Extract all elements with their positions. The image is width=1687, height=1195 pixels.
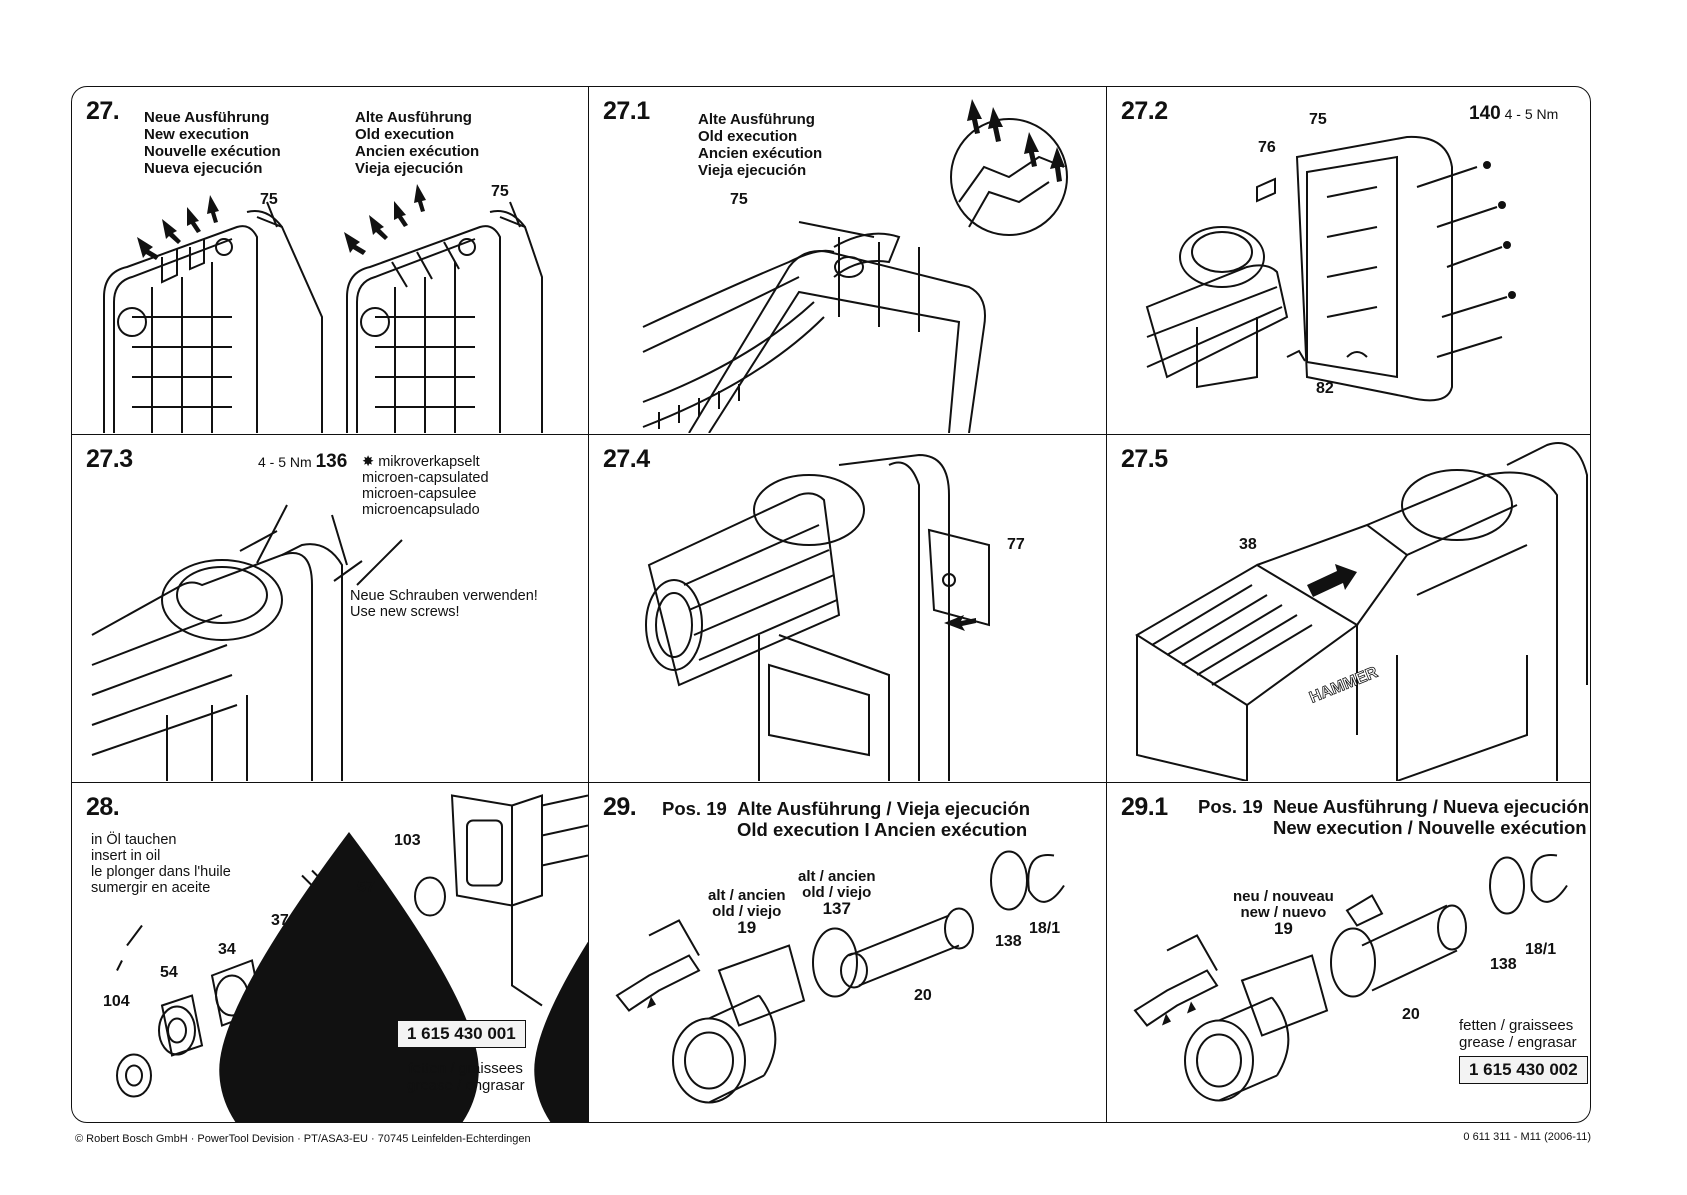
oil-drop-icon bbox=[219, 832, 479, 1122]
panel-28: 28. in Öl tauchen insert in oil le plong… bbox=[72, 783, 588, 1122]
document-code: 0 611 311 - M11 (2006-11) bbox=[1463, 1131, 1591, 1143]
old-part-137-caption: alt / ancien old / viejo 137 bbox=[798, 868, 876, 918]
new-execution-caption: Neue Ausführung New execution Nouvelle e… bbox=[144, 109, 281, 177]
part-label: 20 bbox=[1402, 1006, 1420, 1023]
screw-housing-illustration bbox=[91, 504, 403, 781]
panel-number: 28. bbox=[86, 793, 120, 821]
pliers-illustration bbox=[642, 99, 1068, 433]
panel-number: 29. bbox=[603, 793, 637, 821]
part-label: 57 bbox=[357, 879, 375, 896]
part-label: 18/1 bbox=[1029, 920, 1061, 937]
brand-label: HAMMER bbox=[1307, 664, 1381, 707]
grid-divider bbox=[1106, 87, 1107, 1122]
grease-instruction: fetten / graissees grease / engrasar bbox=[407, 1060, 525, 1094]
housing-illustration bbox=[103, 184, 543, 433]
part-label: 138 bbox=[995, 933, 1022, 950]
grid-divider bbox=[72, 782, 1590, 783]
panel-heading: Pos. 19 Alte Ausführung / Vieja ejecució… bbox=[662, 798, 1031, 840]
panel-number: 27. bbox=[86, 97, 120, 125]
oil-drop-icon bbox=[534, 941, 588, 1122]
panel-number: 27.2 bbox=[1121, 97, 1168, 125]
hammer-sleeve-illustration: HAMMER bbox=[1135, 442, 1588, 781]
panel-29: 29. Pos. 19 Alte Ausführung / Vieja ejec… bbox=[589, 783, 1105, 1122]
new-part-19-caption: neu / nouveau new / nuevo 19 bbox=[1233, 888, 1334, 938]
part-label: 103 bbox=[394, 832, 588, 1122]
tool-body-illustration bbox=[645, 453, 990, 781]
part-label: 34 bbox=[218, 941, 236, 958]
old-execution-caption: Alte Ausführung Old execution Ancien exé… bbox=[355, 109, 480, 177]
part-label: 75 bbox=[260, 191, 278, 208]
panel-number: 27.4 bbox=[603, 445, 650, 473]
panel-number: 27.5 bbox=[1121, 445, 1168, 473]
part-label: 37 bbox=[271, 912, 289, 929]
part-label: 20 bbox=[914, 987, 932, 1004]
copyright-footer: © Robert Bosch GmbH · PowerTool Devision… bbox=[75, 1133, 531, 1145]
part-label: 138 bbox=[1490, 956, 1517, 973]
grid-divider bbox=[588, 87, 589, 1122]
grease-tube-part-number: 1 615 430 001 bbox=[397, 1020, 526, 1048]
part-label: 76 bbox=[1258, 139, 1276, 156]
torque-spec: 140 4 - 5 Nm bbox=[1469, 103, 1559, 124]
panel-27-4: 27.4 77 bbox=[589, 435, 1105, 781]
part-label: 82 bbox=[1316, 380, 1334, 397]
part-label: 77 bbox=[1007, 536, 1025, 553]
grid-divider bbox=[72, 434, 1590, 435]
part-label: 104 bbox=[103, 993, 130, 1010]
new-tool-holder-illustration bbox=[1133, 853, 1568, 1102]
part-label: 18/1 bbox=[1525, 941, 1557, 958]
part-label: 75 bbox=[730, 191, 748, 208]
panel-29-1: 29.1 Pos. 19 Neue Ausführung / Nueva eje… bbox=[1107, 783, 1590, 1122]
panel-heading: Pos. 19 Neue Ausführung / Nueva ejecució… bbox=[1198, 796, 1590, 838]
part-label: 75 bbox=[1309, 111, 1327, 128]
panel-27: 27. Neue Ausführung New execution Nouvel… bbox=[72, 87, 588, 433]
part-label: 54 bbox=[160, 964, 178, 981]
part-label: 38 bbox=[1239, 536, 1257, 553]
exploded-housing-illustration bbox=[1145, 135, 1516, 402]
oil-instruction: in Öl tauchen insert in oil le plonger d… bbox=[91, 832, 479, 1122]
panel-27-3: 27.3 4 - 5 Nm 136 ✸ mikroverkapselt micr… bbox=[72, 435, 588, 781]
panel-27-5: HAMMER 27.5 38 bbox=[1107, 435, 1590, 781]
microencapsulated-note: ✸ mikroverkapselt microen-capsulated mic… bbox=[362, 454, 489, 518]
instruction-sheet: 27. Neue Ausführung New execution Nouvel… bbox=[71, 86, 1591, 1123]
grease-instruction: fetten / graissees grease / engrasar bbox=[1459, 1017, 1577, 1051]
torque-spec: 4 - 5 Nm 136 bbox=[258, 451, 348, 472]
old-tool-holder-illustration bbox=[615, 850, 1065, 1104]
panel-27-1: 27.1 Alte Ausführung Old execution Ancie… bbox=[589, 87, 1105, 433]
panel-number: 27.3 bbox=[86, 445, 133, 473]
new-screws-note: Neue Schrauben verwenden! Use new screws… bbox=[350, 588, 538, 620]
panel-number: 29.1 bbox=[1121, 793, 1168, 821]
panel-27-2: 27.2 75 76 82 140 4 - 5 Nm bbox=[1107, 87, 1590, 433]
part-label: 75 bbox=[491, 183, 509, 200]
microencapsulation-icon: ✸ bbox=[362, 454, 379, 470]
grease-tube-part-number: 1 615 430 002 bbox=[1459, 1056, 1588, 1084]
panel-number: 27.1 bbox=[603, 97, 650, 125]
old-execution-caption: Alte Ausführung Old execution Ancien exé… bbox=[698, 111, 823, 179]
old-part-19-caption: alt / ancien old / viejo 19 bbox=[708, 887, 786, 937]
